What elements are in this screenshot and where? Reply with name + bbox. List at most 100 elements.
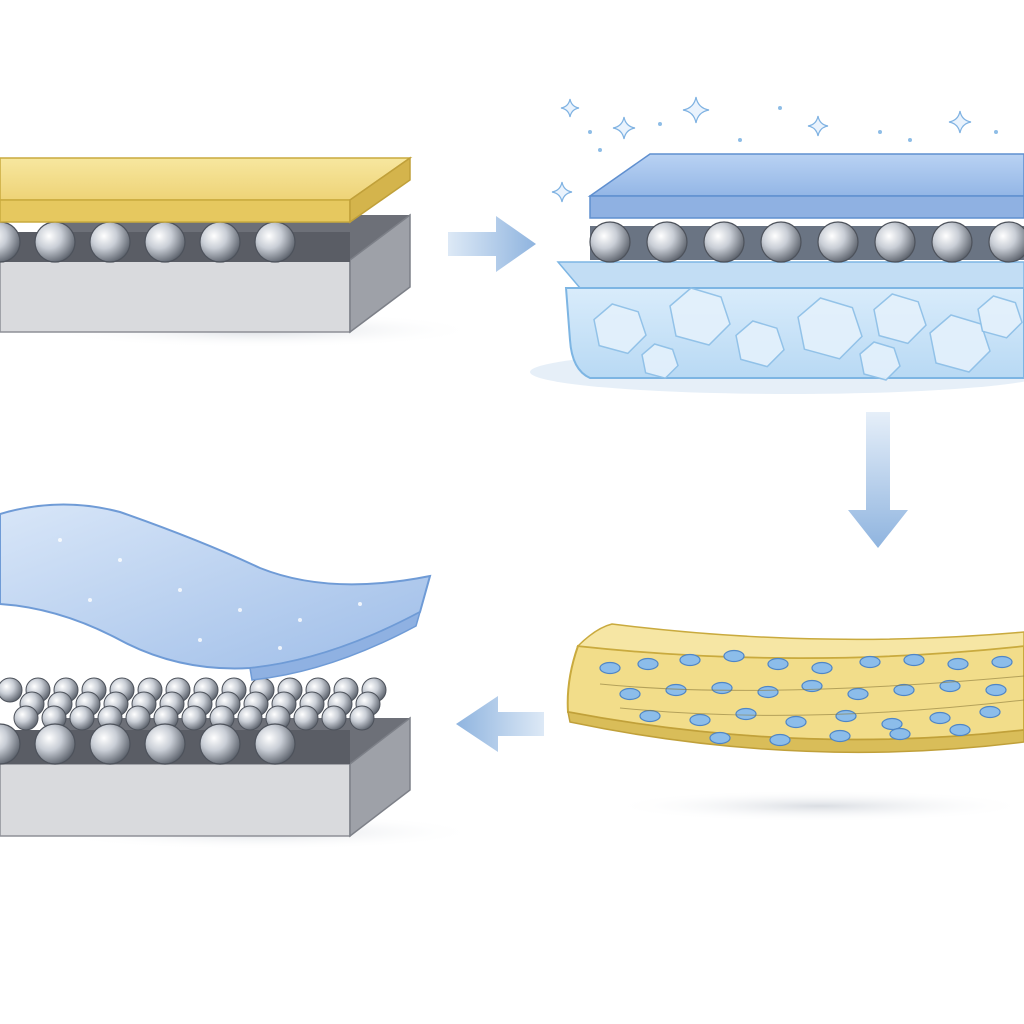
ice-crystal	[929, 314, 991, 373]
blue-droplet	[991, 655, 1013, 669]
frost-dot	[908, 138, 912, 142]
ice-crystal	[859, 341, 901, 381]
stage-4-peeled-film	[0, 503, 432, 681]
stage-1-gold-film	[0, 156, 413, 224]
silver-bead	[144, 221, 186, 263]
sparkle-icon	[682, 96, 710, 124]
ice-crystal	[735, 320, 785, 368]
film-speck	[298, 618, 302, 622]
stage-3-panel	[566, 623, 1024, 822]
blue-droplet	[847, 687, 869, 701]
silver-bead	[817, 221, 859, 263]
film-speck	[238, 608, 242, 612]
stage-3-gold-film	[566, 623, 1024, 754]
blue-droplet	[889, 727, 911, 741]
blue-droplet	[711, 681, 733, 695]
ice-crystal	[593, 303, 647, 355]
silver-bead	[321, 705, 347, 731]
blue-droplets	[599, 649, 1024, 747]
blue-droplet	[767, 657, 789, 671]
blue-droplet	[785, 715, 807, 729]
blue-droplet	[619, 687, 641, 701]
silver-bead	[254, 723, 296, 765]
blue-droplet	[893, 683, 915, 697]
ice-crystal	[873, 293, 927, 345]
film-speck	[178, 588, 182, 592]
film-speck	[358, 602, 362, 606]
blue-droplet	[979, 705, 1001, 719]
blue-droplet	[811, 661, 833, 675]
sparkle-icon	[948, 110, 972, 134]
film-strand	[599, 675, 1024, 691]
film-speck	[88, 598, 92, 602]
silver-bead	[144, 723, 186, 765]
silver-bead	[931, 221, 973, 263]
stage-4-dense-beads	[0, 677, 387, 765]
stage-3-shadow	[610, 790, 1024, 822]
blue-droplet	[903, 653, 925, 667]
silver-bead	[874, 221, 916, 263]
silver-bead	[181, 705, 207, 731]
sparkle-icon	[807, 115, 829, 137]
arrow-right	[448, 216, 536, 272]
silver-bead	[34, 723, 76, 765]
blue-droplet	[599, 661, 621, 675]
silver-bead	[703, 221, 745, 263]
blue-droplet	[637, 657, 659, 671]
blue-droplet	[881, 717, 903, 731]
film-speck	[198, 638, 202, 642]
stage-4-panel	[0, 503, 480, 850]
film-strand	[619, 699, 1024, 716]
stage-2-blue-film	[587, 153, 1024, 219]
silver-bead	[34, 221, 76, 263]
blue-droplet	[769, 733, 791, 747]
sparkle-icon	[612, 116, 636, 140]
silver-bead	[254, 221, 296, 263]
frost-dot	[878, 130, 882, 134]
silver-bead	[988, 221, 1024, 263]
arrow-down	[848, 412, 908, 548]
silver-bead	[69, 705, 95, 731]
blue-droplet	[709, 731, 731, 745]
sparkle-icon	[551, 181, 573, 203]
frost-dot	[738, 138, 742, 142]
arrow-left	[456, 696, 544, 752]
silver-bead	[199, 723, 241, 765]
silver-bead	[0, 677, 23, 703]
ice-crystal	[641, 343, 679, 380]
silver-bead	[0, 221, 21, 263]
blue-droplet	[949, 723, 971, 737]
blue-droplet	[947, 657, 969, 671]
blue-droplet	[639, 709, 661, 723]
frost-dot	[778, 106, 782, 110]
silver-bead	[199, 221, 241, 263]
blue-droplet	[835, 709, 857, 723]
silver-bead	[13, 705, 39, 731]
stage-2-bead-row	[589, 221, 1024, 263]
blue-droplet	[689, 713, 711, 727]
silver-bead	[646, 221, 688, 263]
silver-bead	[89, 221, 131, 263]
blue-droplet	[859, 655, 881, 669]
blue-droplet	[757, 685, 779, 699]
blue-droplet	[735, 707, 757, 721]
frost-sparkles	[551, 96, 998, 203]
frost-dot	[994, 130, 998, 134]
blue-droplet	[665, 683, 687, 697]
silver-bead	[293, 705, 319, 731]
blue-droplet	[939, 679, 961, 693]
stage-2-panel	[530, 96, 1024, 394]
blue-droplet	[723, 649, 745, 663]
film-speck	[278, 646, 282, 650]
blue-droplet	[985, 683, 1007, 697]
silver-bead	[349, 705, 375, 731]
silver-bead	[89, 723, 131, 765]
stage-2-ice-block	[556, 261, 1024, 381]
film-speck	[58, 538, 62, 542]
blue-droplet	[679, 653, 701, 667]
film-speck	[118, 558, 122, 562]
frost-dot	[658, 122, 662, 126]
silver-bead	[589, 221, 631, 263]
sparkle-icon	[560, 98, 580, 118]
